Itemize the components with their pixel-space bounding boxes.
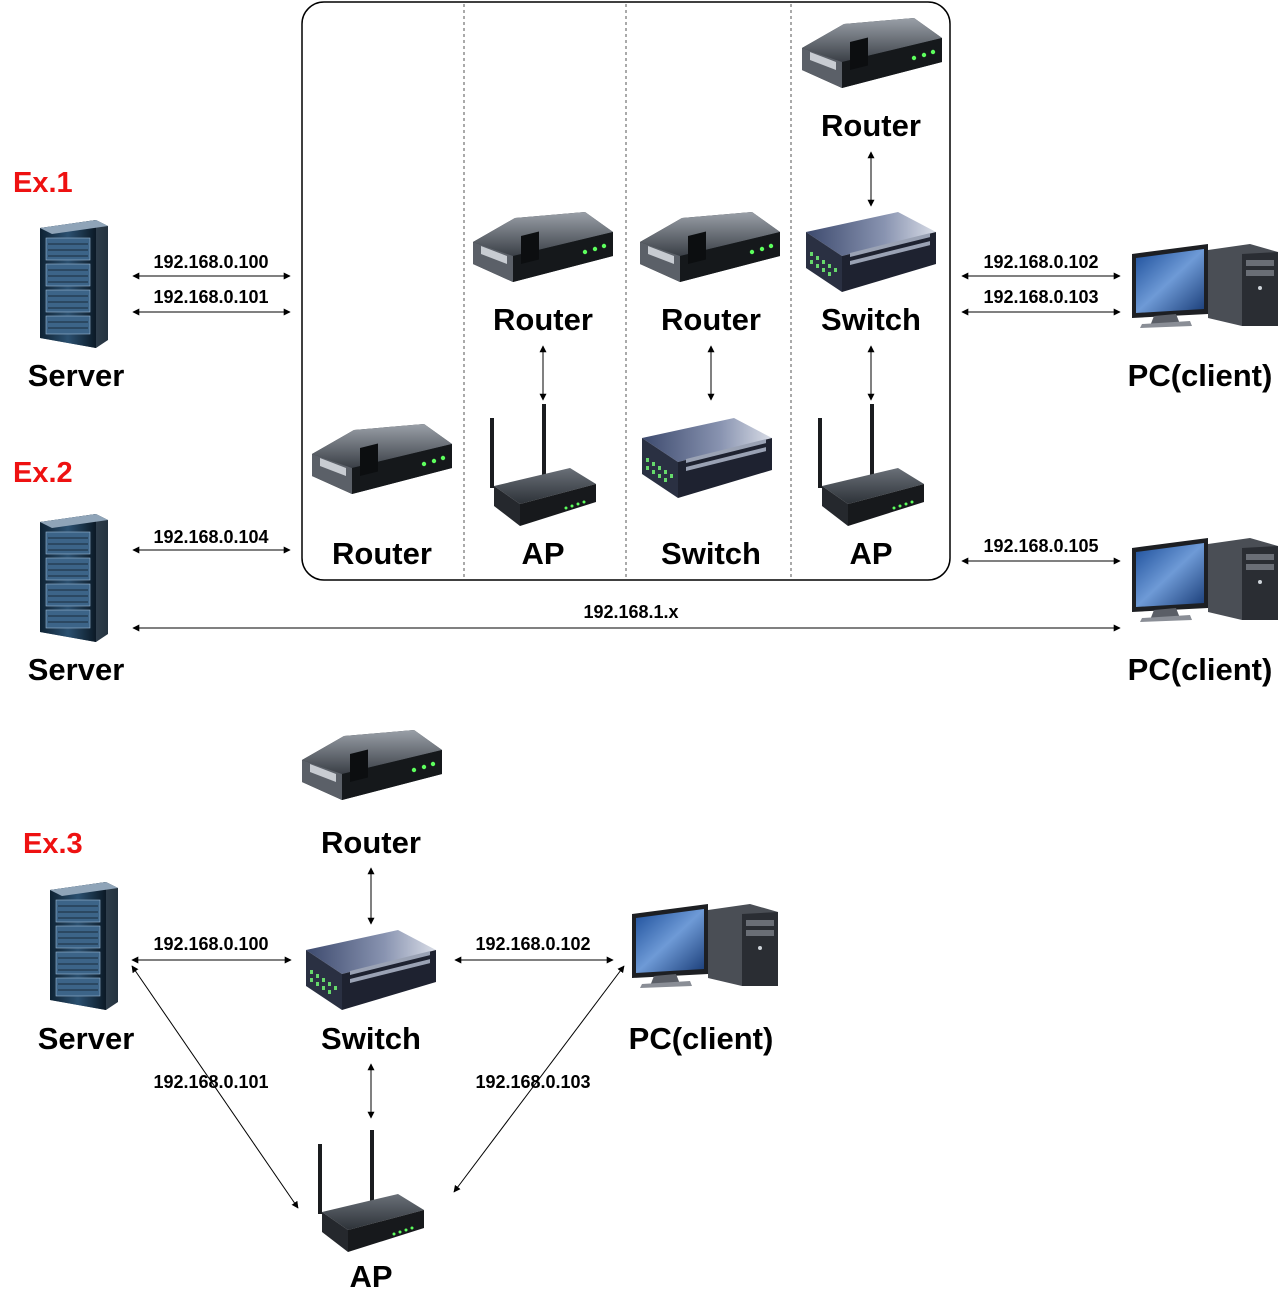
device-label-router: Router xyxy=(661,302,761,337)
device-label-pc: PC(client) xyxy=(1128,358,1273,393)
ip-label: 192.168.0.103 xyxy=(983,287,1098,307)
server-icon xyxy=(49,881,119,1011)
device-label-switch: Switch xyxy=(821,302,921,337)
device-label-server: Server xyxy=(38,1021,135,1056)
device-label-switch: Switch xyxy=(661,536,761,571)
device-label-switch: Switch xyxy=(321,1021,421,1056)
device-label-ap: AP xyxy=(521,536,564,571)
ip-label: 192.168.1.x xyxy=(583,602,678,622)
ip-label: 192.168.0.103 xyxy=(475,1072,590,1092)
ip-label: 192.168.0.101 xyxy=(153,1072,268,1092)
topology-panel xyxy=(301,1,951,581)
example-label-ex2: Ex.2 xyxy=(13,457,73,489)
example-label-ex3: Ex.3 xyxy=(23,828,83,860)
ip-label: 192.168.0.100 xyxy=(153,934,268,954)
device-label-server: Server xyxy=(28,358,125,393)
link-pc-ap xyxy=(453,965,625,1193)
link-server-ap xyxy=(131,965,299,1209)
server-icon xyxy=(39,513,109,643)
ip-label: 192.168.0.101 xyxy=(153,287,268,307)
ip-label: 192.168.0.102 xyxy=(983,252,1098,272)
device-label-router: Router xyxy=(493,302,593,337)
ip-label: 192.168.0.105 xyxy=(983,536,1098,556)
device-label-ap: AP xyxy=(849,536,892,571)
ip-label: 192.168.0.104 xyxy=(153,527,268,547)
ip-label: 192.168.0.102 xyxy=(475,934,590,954)
pc-icon xyxy=(632,904,778,988)
example-label-ex1: Ex.1 xyxy=(13,167,73,199)
router-icon xyxy=(302,730,442,800)
server-icon xyxy=(39,219,109,349)
pc-icon xyxy=(1132,538,1278,622)
device-label-router: Router xyxy=(821,108,921,143)
device-label-pc: PC(client) xyxy=(1128,652,1273,687)
device-label-router: Router xyxy=(332,536,432,571)
ip-label: 192.168.0.100 xyxy=(153,252,268,272)
device-label-pc: PC(client) xyxy=(629,1021,774,1056)
access-point-icon xyxy=(318,1130,424,1252)
pc-icon xyxy=(1132,244,1278,328)
device-label-server: Server xyxy=(28,652,125,687)
device-label-ap: AP xyxy=(349,1259,392,1294)
switch-icon xyxy=(306,930,436,1010)
device-label-router: Router xyxy=(321,825,421,860)
